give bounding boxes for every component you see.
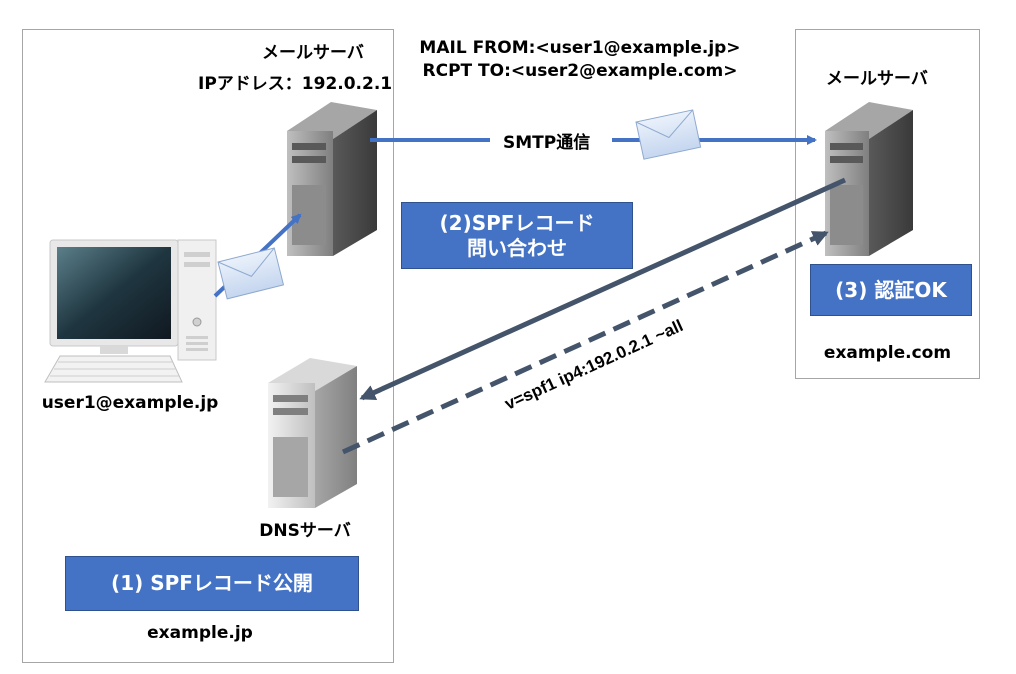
receiver-mail-server-icon [825, 102, 913, 256]
receiver-domain-label: example.com [823, 343, 952, 363]
step2-line2: 問い合わせ [467, 235, 567, 260]
dns-server-icon [268, 358, 357, 508]
step3-auth-box: (3) 認証OK [810, 264, 972, 316]
step2-line1: (2)SPFレコード [439, 210, 595, 235]
spf-query-arrow [359, 177, 847, 401]
client-pc-icon [44, 239, 217, 383]
sender-mail-server-icon [287, 102, 377, 256]
envelope-icon [217, 247, 285, 300]
rcpt-to-text: RCPT TO:<user2@example.com> [422, 61, 738, 81]
step3-label: (3) 認証OK [835, 277, 947, 302]
step1-label: (1) SPFレコード公開 [111, 571, 313, 595]
sender-domain-label: example.jp [147, 623, 253, 643]
envelope-icon [635, 109, 702, 160]
step1-publish-box: (1) SPFレコード公開 [65, 556, 359, 611]
dns-server-title: DNSサーバ [259, 521, 351, 541]
receiver-server-title: メールサーバ [826, 69, 928, 89]
sender-server-ip: IPアドレス：192.0.2.1 [198, 74, 393, 94]
client-address-label: user1@example.jp [41, 393, 219, 413]
sender-server-title: メールサーバ [262, 43, 364, 63]
mail-from-text: MAIL FROM:<user1@example.jp> [419, 38, 741, 58]
spf-response-arrow [341, 230, 829, 455]
smtp-label: SMTP通信 [503, 133, 591, 153]
step2-query-box: (2)SPFレコード 問い合わせ [401, 202, 633, 269]
